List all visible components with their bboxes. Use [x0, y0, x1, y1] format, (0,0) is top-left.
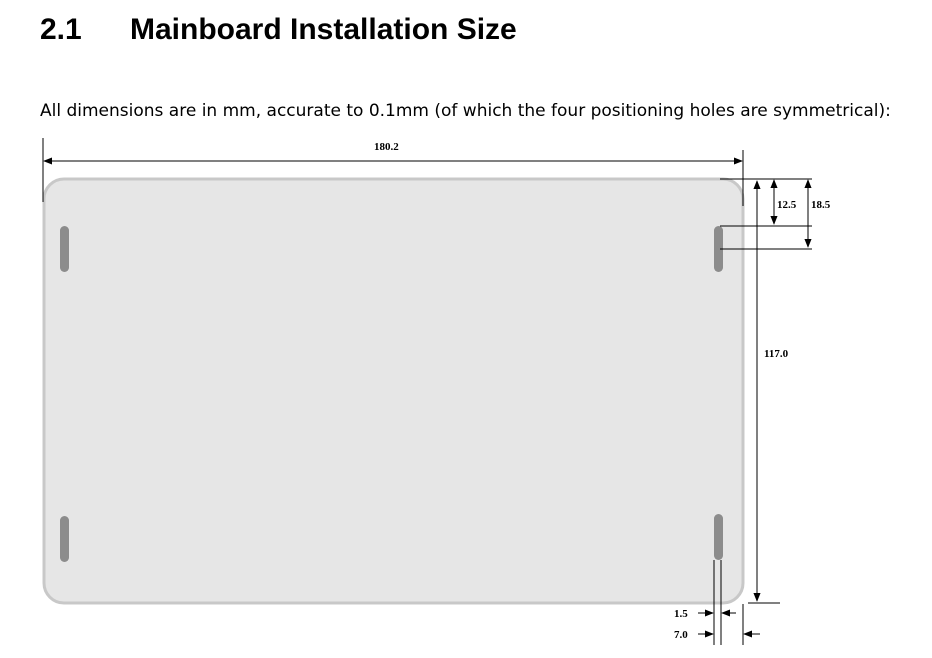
section-heading: 2.1 Mainboard Installation Size	[40, 12, 517, 48]
dimension-label-hole-offset-edge: 7.0	[674, 629, 688, 641]
dimension-label-overall-width: 180.2	[374, 141, 399, 153]
dimension-bottom-right: 1.5 7.0	[674, 560, 760, 645]
dimension-hole-spacing: 117.0	[748, 180, 789, 604]
dimension-label-hole-width: 1.5	[674, 608, 688, 620]
positioning-hole-bottom-right	[714, 514, 723, 560]
positioning-hole-top-right	[714, 226, 723, 272]
mainboard-outline	[42, 177, 745, 605]
dimension-label-hole-offset-top: 12.5	[777, 199, 797, 211]
section-title: Mainboard Installation Size	[130, 13, 517, 46]
dimension-label-hole-spacing: 117.0	[764, 348, 789, 360]
dimension-overall-width: 180.2	[42, 138, 744, 206]
intro-text: All dimensions are in mm, accurate to 0.…	[40, 101, 891, 121]
dimension-label-slot-length-top: 18.5	[811, 199, 831, 211]
dimension-top-right: 12.5 18.5	[720, 178, 831, 250]
positioning-hole-bottom-left	[60, 516, 69, 562]
section-number: 2.1	[40, 13, 82, 46]
positioning-hole-top-left	[60, 226, 69, 272]
